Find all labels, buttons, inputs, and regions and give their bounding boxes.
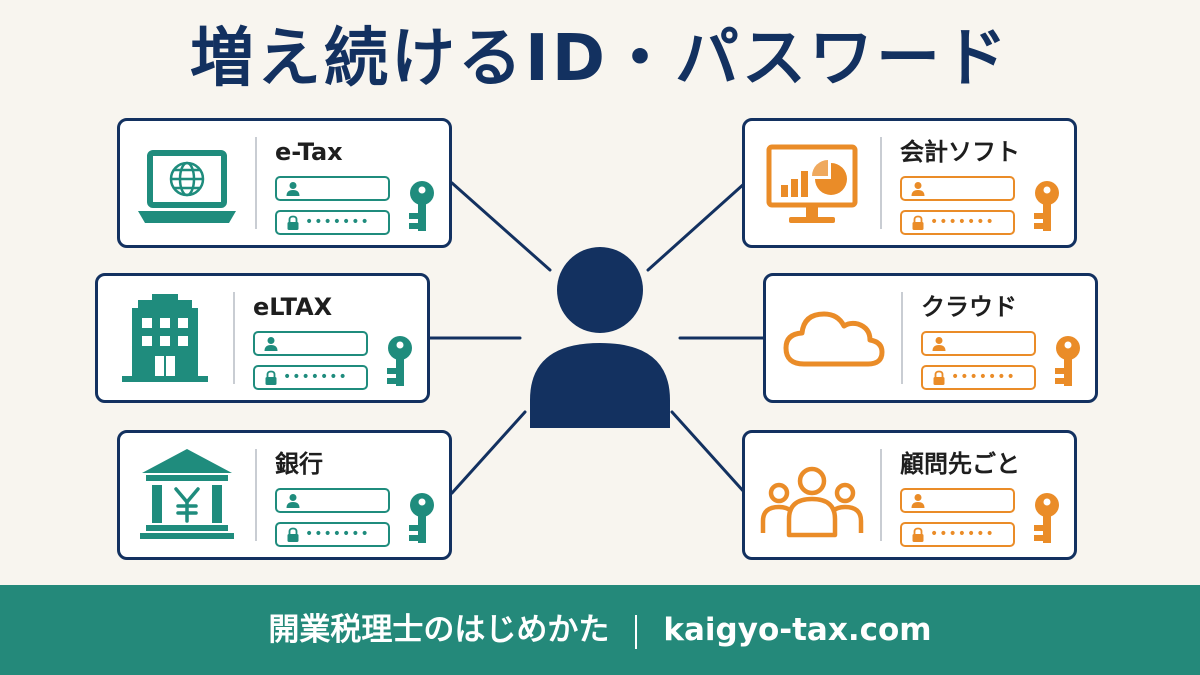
footer-site-name: 開業税理士のはじめかた: [268, 612, 610, 648]
service-label-etax: e-Tax: [275, 138, 343, 166]
user-icon: [264, 337, 278, 351]
password-mask: •••••••: [930, 214, 995, 230]
password-mask: •••••••: [305, 214, 370, 230]
user-icon: [286, 182, 300, 196]
card-divider: [880, 137, 882, 229]
connector-bank: [450, 410, 527, 495]
service-label-per-client: 顧問先ごと: [900, 450, 1020, 478]
service-label-bank: 銀行: [275, 450, 323, 478]
lock-icon: [265, 370, 277, 385]
card-divider: [255, 449, 257, 541]
user-icon: [911, 494, 925, 508]
password-field: •••••••: [921, 365, 1036, 390]
user-icon: [911, 182, 925, 196]
card-accounting-software: 会計ソフト •••••••: [742, 118, 1077, 248]
key-icon: [409, 493, 434, 543]
card-etax: e-Tax •••••••: [117, 118, 452, 248]
building-icon: [122, 294, 208, 382]
page-title: 増え続けるID・パスワード: [190, 22, 1010, 96]
key-icon: [1055, 336, 1080, 386]
people-group-icon: [760, 466, 864, 538]
username-field: [921, 331, 1036, 356]
username-field: [275, 176, 390, 201]
laptop-globe-icon: [138, 150, 236, 223]
footer-separator: [635, 614, 638, 649]
card-cloud: クラウド •••••••: [763, 273, 1098, 403]
username-field: [253, 331, 368, 356]
cloud-icon: [783, 311, 885, 367]
password-field: •••••••: [275, 210, 390, 235]
connector-accounting: [646, 181, 747, 272]
password-field: •••••••: [275, 522, 390, 547]
bank-yen-icon: [140, 449, 234, 539]
password-field: •••••••: [900, 210, 1015, 235]
password-mask: •••••••: [305, 526, 370, 542]
card-divider: [901, 292, 903, 384]
password-field: •••••••: [900, 522, 1015, 547]
card-bank: 銀行 •••••••: [117, 430, 452, 560]
password-mask: •••••••: [930, 526, 995, 542]
user-icon: [932, 337, 946, 351]
lock-icon: [287, 215, 299, 230]
card-divider: [255, 137, 257, 229]
card-eltax: eLTAX •••••••: [95, 273, 430, 403]
lock-icon: [933, 370, 945, 385]
username-field: [275, 488, 390, 513]
lock-icon: [912, 527, 924, 542]
lock-icon: [912, 215, 924, 230]
lock-icon: [287, 527, 299, 542]
person-icon: [530, 247, 670, 428]
password-mask: •••••••: [283, 369, 348, 385]
service-label-cloud: クラウド: [921, 293, 1017, 321]
service-label-accounting-software: 会計ソフト: [900, 138, 1020, 166]
card-divider: [233, 292, 235, 384]
user-icon: [286, 494, 300, 508]
password-field: •••••••: [253, 365, 368, 390]
footer-banner: 開業税理士のはじめかた kaigyo-tax.com: [0, 585, 1200, 675]
connector-clients: [670, 410, 747, 495]
service-label-eltax: eLTAX: [253, 293, 333, 321]
username-field: [900, 488, 1015, 513]
connector-etax: [450, 181, 552, 272]
key-icon: [387, 336, 412, 386]
key-icon: [1034, 181, 1059, 231]
key-icon: [409, 181, 434, 231]
monitor-chart-icon: [766, 144, 858, 223]
username-field: [900, 176, 1015, 201]
card-per-client: 顧問先ごと •••••••: [742, 430, 1077, 560]
footer-url: kaigyo-tax.com: [663, 612, 932, 648]
password-mask: •••••••: [951, 369, 1016, 385]
card-divider: [880, 449, 882, 541]
key-icon: [1034, 493, 1059, 543]
